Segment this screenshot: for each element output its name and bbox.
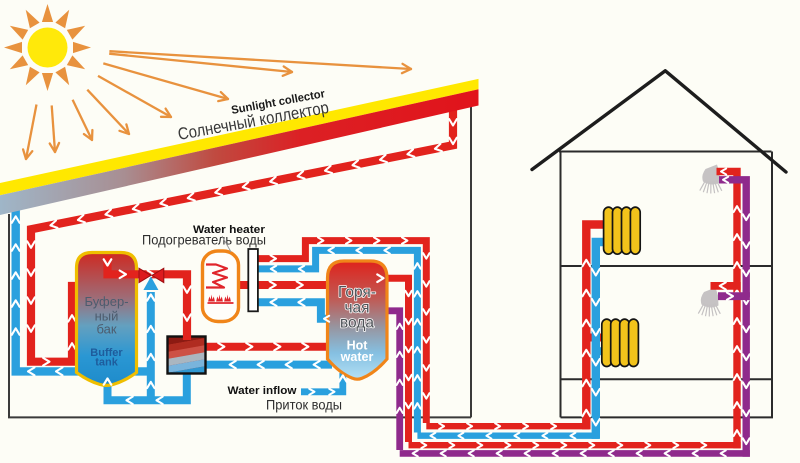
svg-text:Горя-: Горя- — [338, 284, 376, 301]
svg-text:чая: чая — [344, 300, 369, 317]
svg-text:Water heater: Water heater — [193, 224, 266, 236]
svg-text:Water inflow: Water inflow — [228, 385, 297, 397]
svg-text:Hot: Hot — [347, 339, 369, 353]
svg-text:бак: бак — [96, 322, 116, 337]
svg-text:ный: ный — [95, 309, 119, 324]
svg-text:Буфер-: Буфер- — [84, 294, 128, 309]
svg-text:Подогреватель воды: Подогреватель воды — [142, 233, 266, 248]
svg-text:вода: вода — [340, 315, 374, 332]
svg-text:tank: tank — [95, 357, 119, 369]
svg-text:Buffer: Buffer — [90, 347, 123, 359]
svg-text:Приток воды: Приток воды — [266, 398, 342, 413]
svg-text:water: water — [340, 350, 374, 364]
